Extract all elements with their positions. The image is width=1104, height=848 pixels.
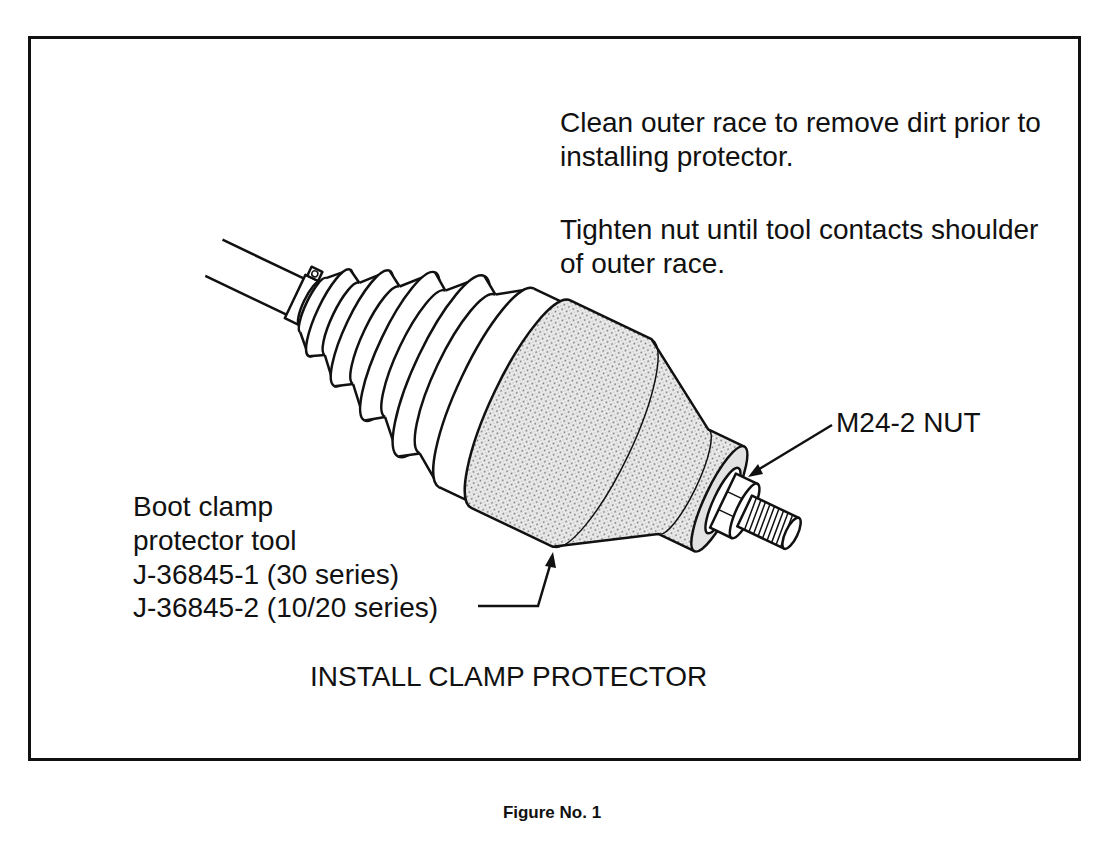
part-number: J-36845-1 (30 series) [133,558,473,592]
note-text: Tighten nut until tool contacts shoulder… [560,213,1050,281]
leader-line [756,425,832,471]
part-number: J-36845-2 (10/20 series) [133,591,473,625]
figure-number: Figure No. 1 [402,802,702,823]
figure-caption: INSTALL CLAMP PROTECTOR [310,660,830,694]
note-text: Clean outer race to remove dirt prior to… [560,106,1050,174]
leader-line [478,562,551,606]
frame [30,38,1080,760]
arrow-head [748,464,763,477]
part-label: M24-2 NUT [836,406,1066,440]
tool-label: protector tool [133,524,473,558]
tool-label: Boot clamp [133,490,473,524]
arrow-head [545,552,556,568]
